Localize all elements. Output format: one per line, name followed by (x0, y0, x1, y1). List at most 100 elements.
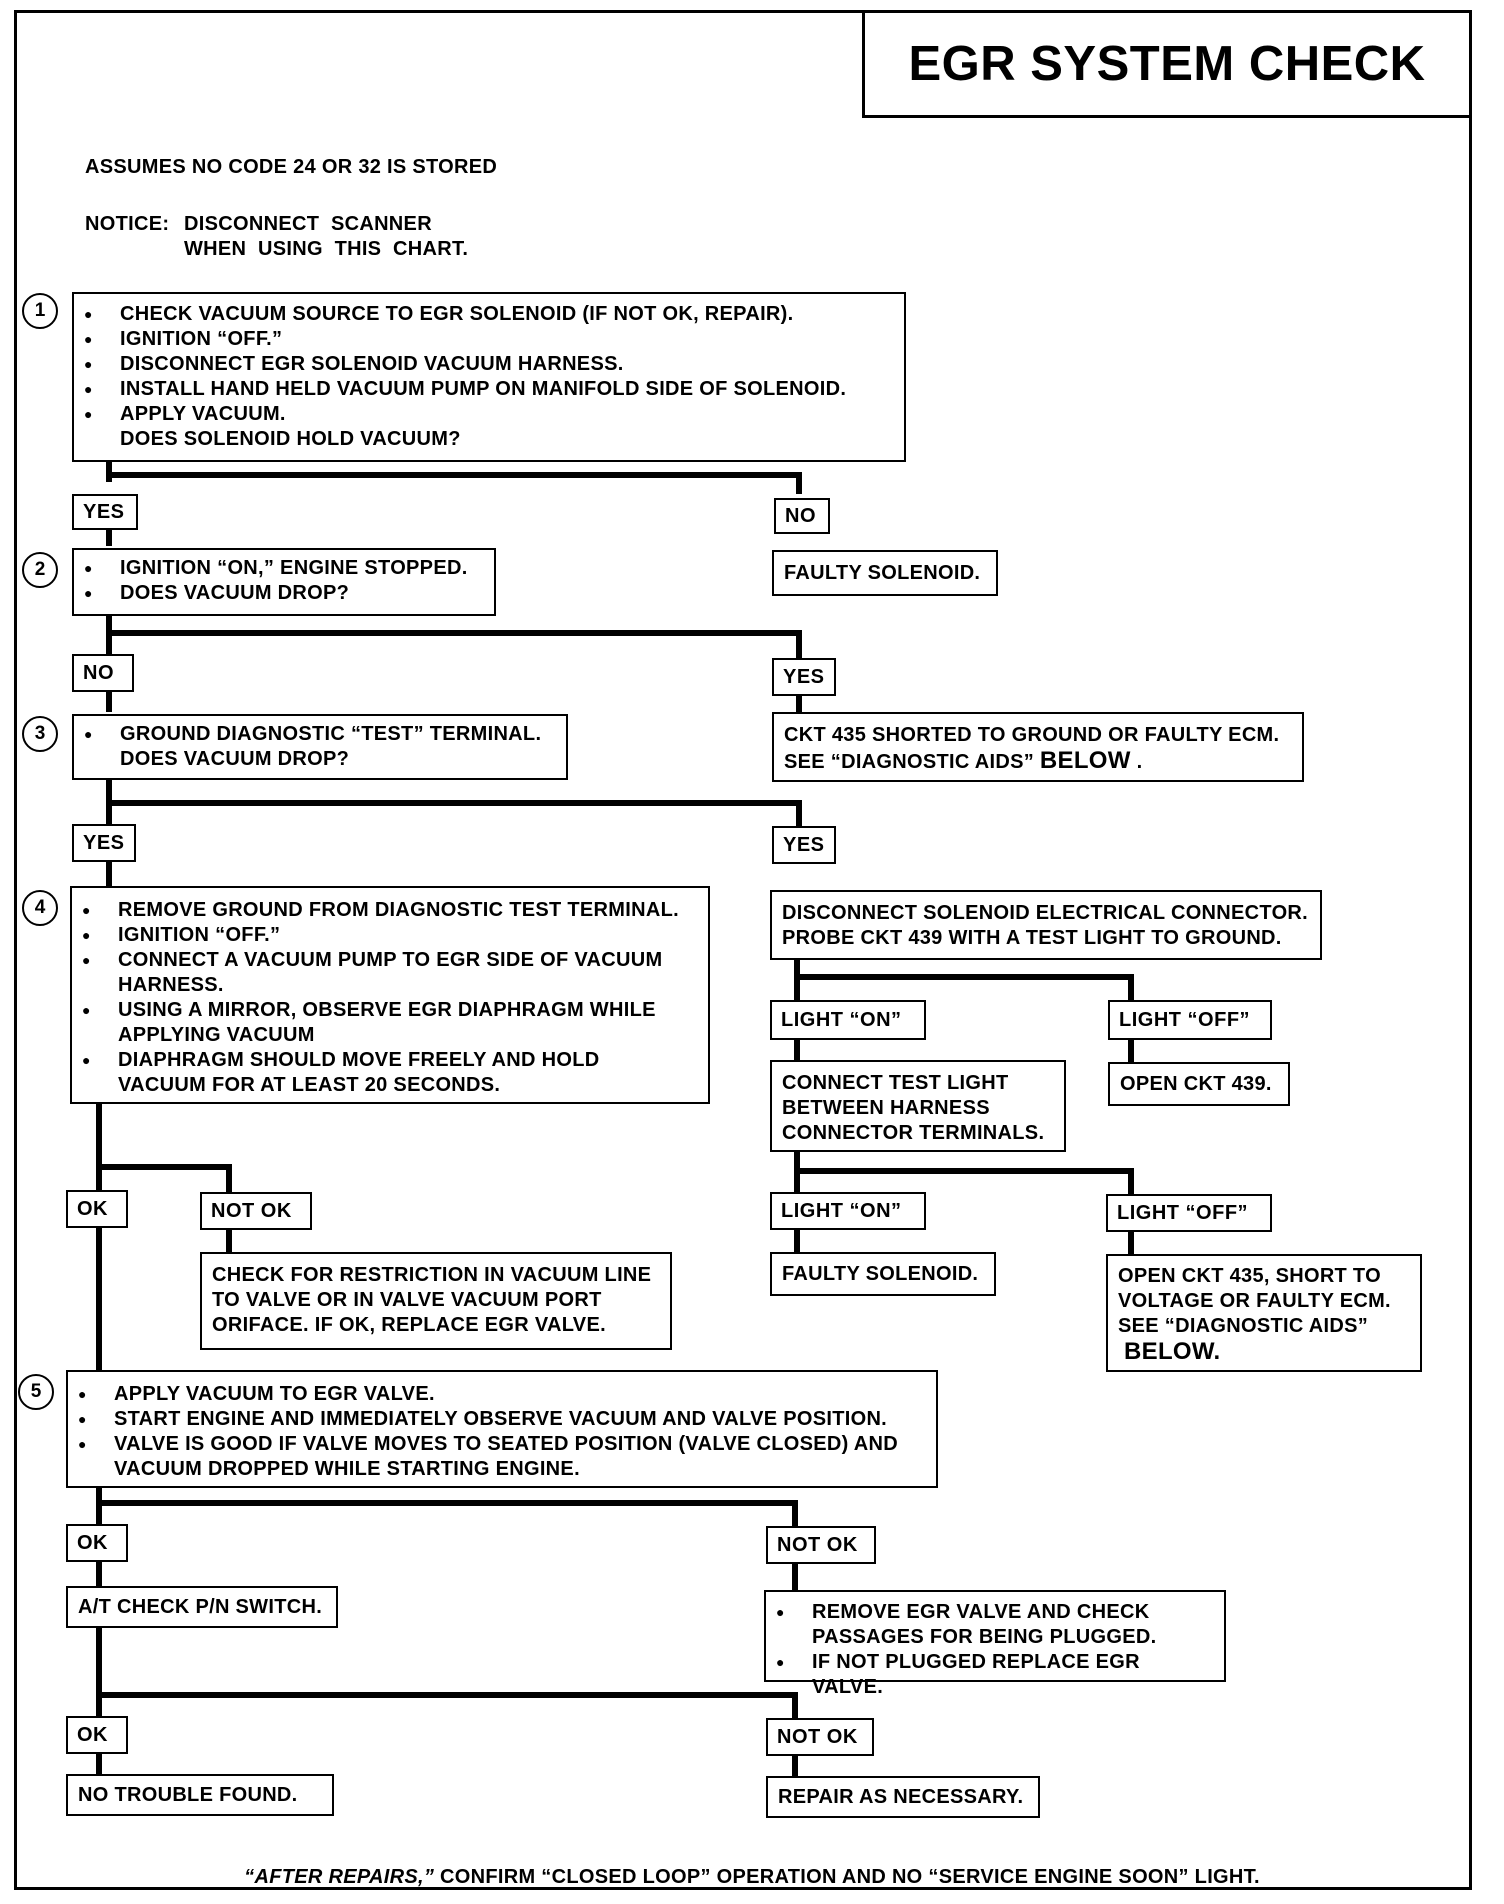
step-4-item-text: CONNECT A VACUUM PUMP TO EGR SIDE OF VAC… (118, 949, 663, 971)
step-1-item: DISCONNECT EGR SOLENOID VACUUM HARNESS. (84, 352, 894, 377)
result-line: VOLTAGE OR FAULTY ECM. (1118, 1290, 1391, 1312)
connector (106, 460, 112, 482)
step-4-item: USING A MIRROR, OBSERVE EGR DIAPHRAGM WH… (82, 998, 698, 1048)
connector (106, 472, 802, 478)
connector (1128, 1228, 1134, 1254)
step-3-marker: 3 (22, 716, 58, 752)
step-1-item: APPLY VACUUM. (84, 402, 894, 427)
notice-line-2: WHEN USING THIS CHART. (184, 238, 469, 260)
step-5-item: START ENGINE AND IMMEDIATELY OBSERVE VAC… (78, 1407, 926, 1432)
step-1-item: CHECK VACUUM SOURCE TO EGR SOLENOID (IF … (84, 302, 894, 327)
footer-text: CONFIRM “CLOSED LOOP” OPERATION AND NO “… (434, 1866, 1260, 1888)
pn-switch-box: A/T CHECK P/N SWITCH. (66, 1586, 338, 1628)
step-2-item: IGNITION “ON,” ENGINE STOPPED. (84, 556, 484, 581)
step-5-item-cont: VACUUM DROPPED WHILE STARTING ENGINE. (114, 1458, 580, 1480)
step-3-box: GROUND DIAGNOSTIC “TEST” TERMINAL. DOES … (72, 714, 568, 780)
result-text: A/T CHECK P/N SWITCH. (78, 1596, 323, 1618)
step-5-item: VALVE IS GOOD IF VALVE MOVES TO SEATED P… (78, 1432, 926, 1482)
step-2-no-label: NO (72, 654, 134, 692)
connector (96, 1752, 102, 1776)
result-line: CONNECT TEST LIGHT (782, 1072, 1009, 1094)
footer-note: “AFTER REPAIRS,” CONFIRM “CLOSED LOOP” O… (0, 1866, 1504, 1889)
step-5-marker: 5 (18, 1374, 54, 1410)
light-on-label-2: LIGHT “ON” (770, 1192, 926, 1230)
connector (792, 1754, 798, 1778)
open-ckt439-box: OPEN CKT 439. (1108, 1062, 1290, 1106)
connector (794, 974, 1134, 980)
result-line: TO VALVE OR IN VALVE VACUUM PORT (212, 1289, 602, 1311)
step-4-marker: 4 (22, 890, 58, 926)
result-line: OPEN CKT 435, SHORT TO (1118, 1265, 1381, 1287)
result-line: SEE “DIAGNOSTIC AIDS” (784, 751, 1035, 773)
step-3-yes-label: YES (72, 824, 136, 862)
connector (1128, 974, 1134, 1006)
result-line: BETWEEN HARNESS (782, 1097, 990, 1119)
step-3-item: GROUND DIAGNOSTIC “TEST” TERMINAL. (84, 722, 556, 747)
step-4-item: REMOVE GROUND FROM DIAGNOSTIC TEST TERMI… (82, 898, 698, 923)
connector (792, 1500, 798, 1528)
remove-item-text: REMOVE EGR VALVE AND CHECK (812, 1601, 1150, 1623)
final-not-ok-label: NOT OK (766, 1718, 874, 1756)
disconnect-connector-box: DISCONNECT SOLENOID ELECTRICAL CONNECTOR… (770, 890, 1322, 960)
step-4-box: REMOVE GROUND FROM DIAGNOSTIC TEST TERMI… (70, 886, 710, 1104)
connector (96, 1164, 232, 1170)
result-text: FAULTY SOLENOID. (782, 1263, 979, 1285)
below-text: BELOW (1039, 747, 1131, 774)
step-4-ok-label: OK (66, 1190, 128, 1228)
connector (106, 528, 112, 546)
step-4-not-ok-label: NOT OK (200, 1192, 312, 1230)
step-1-box: CHECK VACUUM SOURCE TO EGR SOLENOID (IF … (72, 292, 906, 462)
result-text: NO TROUBLE FOUND. (78, 1784, 298, 1806)
step-2-marker: 2 (22, 552, 58, 588)
remove-item: IF NOT PLUGGED REPLACE EGR VALVE. (776, 1650, 1214, 1700)
step-1-no-label: NO (774, 498, 830, 534)
connector (796, 696, 802, 714)
connector (106, 860, 112, 886)
remove-item: REMOVE EGR VALVE AND CHECK PASSAGES FOR B… (776, 1600, 1214, 1650)
notice-label: NOTICE: (85, 213, 170, 235)
page-title: EGR SYSTEM CHECK (908, 37, 1426, 91)
connect-test-light-box: CONNECT TEST LIGHT BETWEEN HARNESS CONNE… (770, 1060, 1066, 1152)
result-line: ORIFACE. IF OK, REPLACE EGR VALVE. (212, 1314, 606, 1336)
step-4-item-cont: APPLYING VACUUM (118, 1024, 315, 1046)
connector (794, 1226, 800, 1254)
final-ok-label: OK (66, 1716, 128, 1754)
step-1-item: INSTALL HAND HELD VACUUM PUMP ON MANIFOL… (84, 377, 894, 402)
step-5-not-ok-label: NOT OK (766, 1526, 876, 1564)
step-1-question: DOES SOLENOID HOLD VACUUM? (120, 428, 461, 450)
connector (226, 1164, 232, 1192)
connector (96, 1500, 798, 1506)
step-4-item: IGNITION “OFF.” (82, 923, 698, 948)
step-5-box: APPLY VACUUM TO EGR VALVE. START ENGINE … (66, 1370, 938, 1488)
step-5-ok-label: OK (66, 1524, 128, 1562)
connector (96, 1102, 102, 1192)
connector (796, 630, 802, 660)
step-5-item-text: VALVE IS GOOD IF VALVE MOVES TO SEATED P… (114, 1433, 898, 1455)
remove-item-cont: PASSAGES FOR BEING PLUGGED. (812, 1626, 1157, 1648)
connector (96, 1560, 102, 1588)
connector (226, 1226, 232, 1252)
connector (96, 1226, 102, 1370)
notice-line-1: DISCONNECT SCANNER (184, 213, 432, 235)
result-line: PROBE CKT 439 WITH A TEST LIGHT TO GROUN… (782, 927, 1282, 949)
connector (796, 472, 802, 494)
below-text: BELOW. (1124, 1338, 1221, 1365)
connector (106, 630, 802, 636)
result-line: DISCONNECT SOLENOID ELECTRICAL CONNECTOR… (782, 902, 1309, 924)
repair-box: REPAIR AS NECESSARY. (766, 1776, 1040, 1818)
step-1-item: IGNITION “OFF.” (84, 327, 894, 352)
no-trouble-box: NO TROUBLE FOUND. (66, 1774, 334, 1816)
step-3-question: DOES VACUUM DROP? (120, 748, 350, 770)
connector (1128, 1168, 1134, 1196)
result-line: SEE “DIAGNOSTIC AIDS” (1118, 1315, 1369, 1337)
step-5-item: APPLY VACUUM TO EGR VALVE. (78, 1382, 926, 1407)
step-2-item: DOES VACUUM DROP? (84, 581, 484, 606)
step-4-item-text: DIAPHRAGM SHOULD MOVE FREELY AND HOLD (118, 1049, 600, 1071)
connector (106, 800, 802, 806)
connector (796, 800, 802, 828)
step-1-yes-label: YES (72, 494, 138, 530)
restriction-check-box: CHECK FOR RESTRICTION IN VACUUM LINE TO … (200, 1252, 672, 1350)
connector (96, 1626, 102, 1718)
chart-frame (14, 10, 1472, 1890)
result-text: OPEN CKT 439. (1120, 1073, 1272, 1095)
